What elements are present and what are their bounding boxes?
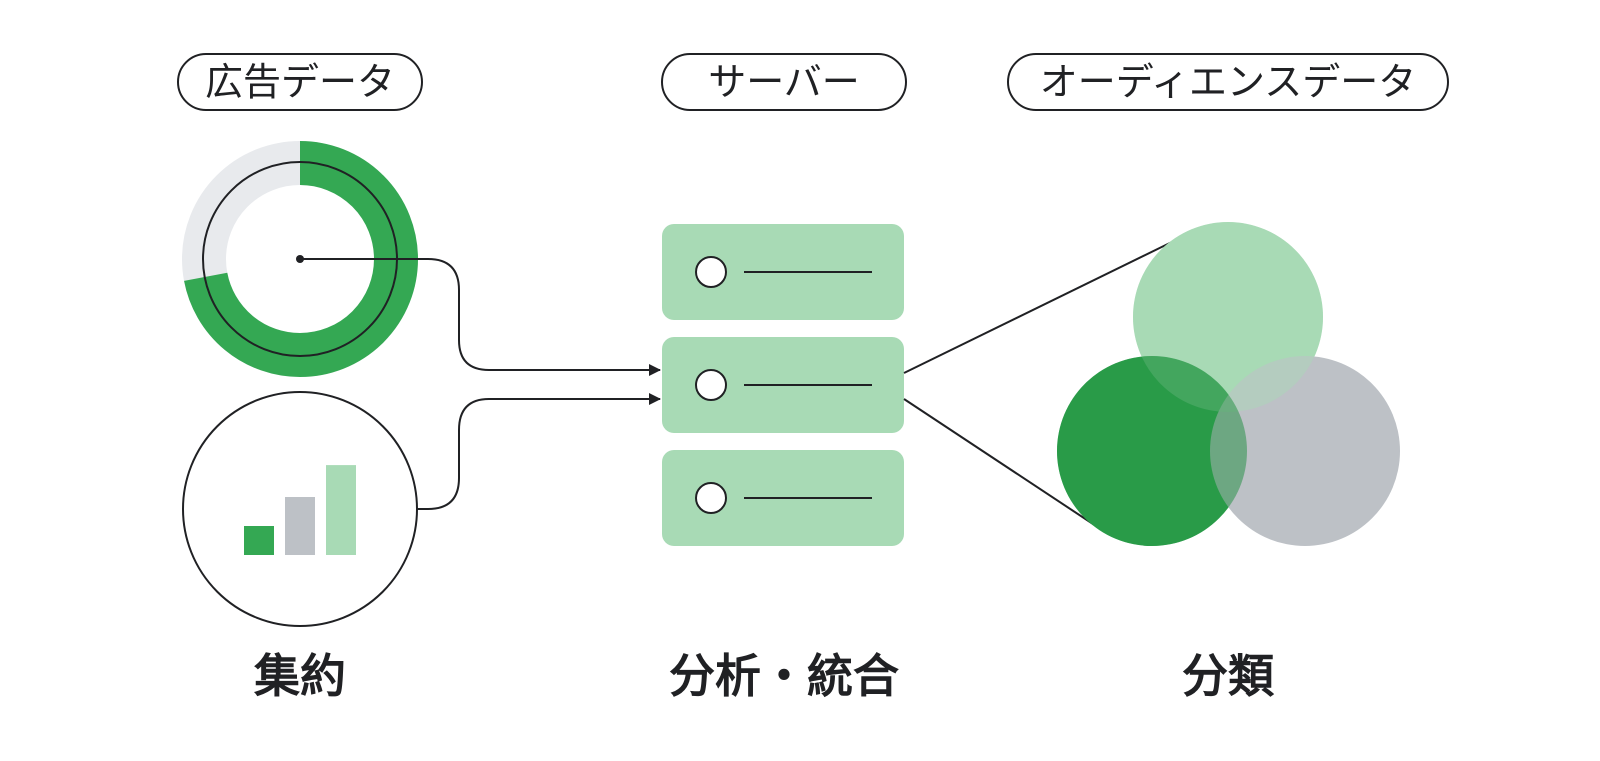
fan-line-upper: [903, 239, 1177, 374]
server-unit: [662, 224, 904, 320]
caption-classification: 分類: [1182, 649, 1275, 703]
connector-donut-to-server: [300, 258, 661, 376]
header-server-label: サーバー: [708, 60, 860, 104]
header-audience-data: オーディエンスデータ: [1007, 53, 1449, 111]
mini-bar-light-green: [326, 465, 356, 555]
server-indicator-icon: [695, 256, 727, 288]
header-pill-border: [661, 53, 907, 111]
server-unit: [662, 337, 904, 433]
header-ad-data: 広告データ: [177, 53, 423, 111]
venn-circle-gray: [1210, 356, 1400, 546]
venn-overlap-left: [1057, 356, 1247, 546]
header-server: サーバー: [661, 53, 907, 111]
venn-diagram: [1057, 222, 1400, 546]
bar-chart-circle: [182, 391, 418, 627]
header-pill-border: [1007, 53, 1449, 111]
header-audience-data-label: オーディエンスデータ: [1040, 60, 1417, 104]
server-unit: [662, 450, 904, 546]
header-ad-data-label: 広告データ: [205, 60, 395, 104]
caption-aggregation: 集約: [253, 649, 346, 703]
mini-bar-gray: [285, 497, 315, 555]
header-pill-border: [177, 53, 423, 111]
caption-analysis-integration: 分析・統合: [669, 649, 899, 703]
server-indicator-icon: [695, 369, 727, 401]
mini-bar-green: [244, 526, 274, 555]
server-stack: [662, 224, 904, 546]
connector-bars-to-server: [417, 393, 661, 510]
server-indicator-icon: [695, 482, 727, 514]
fan-line-lower: [903, 398, 1097, 527]
